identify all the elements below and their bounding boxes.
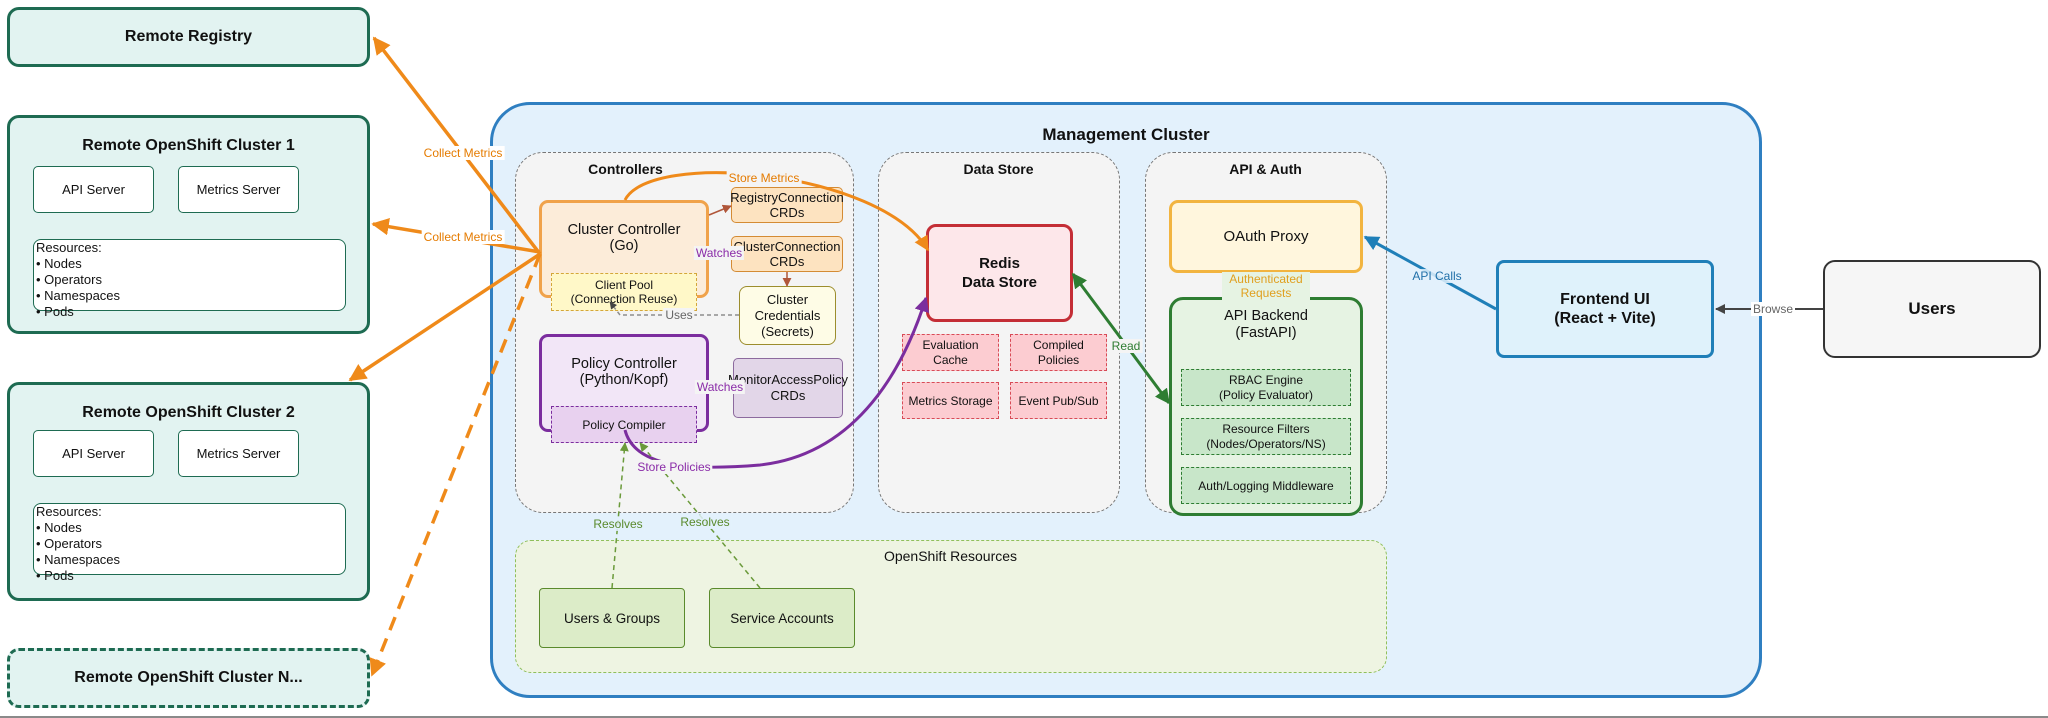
resource-item: • Namespaces (36, 552, 121, 567)
label-store-metrics: Store Metrics (726, 171, 802, 185)
label-collect-metrics-1: Collect Metrics (421, 146, 505, 160)
label-resolves-1: Resolves (591, 517, 645, 531)
resource-filters: Resource Filters (Nodes/Operators/NS) (1181, 418, 1351, 455)
frontend-ui-name: Frontend UI (1560, 291, 1650, 308)
cluster-2-api-server: API Server (33, 430, 154, 477)
compiled-policies: Compiled Policies (1010, 334, 1107, 371)
resource-item: • Operators (36, 536, 102, 551)
oauth-proxy: OAuth Proxy (1169, 200, 1363, 273)
resources-heading: Resources: (36, 504, 102, 519)
label-collect-metrics-2: Collect Metrics (421, 230, 505, 244)
frontend-ui: Frontend UI (React + Vite) (1496, 260, 1714, 358)
remote-registry-box: Remote Registry (7, 7, 370, 67)
cluster-controller-name: Cluster Controller (567, 222, 681, 238)
registry-connection-crds: RegistryConnection CRDs (730, 187, 844, 223)
cluster-credentials: Cluster Credentials (Secrets) (739, 286, 836, 345)
api-auth-title: API & Auth (1229, 161, 1302, 177)
policy-controller-name: Policy Controller (571, 356, 677, 372)
remote-cluster-1-title: Remote OpenShift Cluster 1 (82, 137, 295, 154)
api-backend-name: API Backend (1224, 308, 1308, 324)
evaluation-cache-line-2: Cache (933, 352, 968, 367)
users-box: Users (1823, 260, 2041, 358)
label-uses: Uses (663, 308, 695, 322)
redis-desc: Data Store (961, 274, 1038, 291)
remote-cluster-n-title: Remote OpenShift Cluster N... (74, 669, 303, 686)
resource-item: • Operators (36, 272, 102, 287)
client-pool-desc: (Connection Reuse) (570, 292, 678, 306)
registry-connection-crds-kind: CRDs (769, 205, 805, 220)
cluster-connection-crds-name: ClusterConnection (733, 239, 841, 254)
event-pubsub: Event Pub/Sub (1010, 382, 1107, 419)
credentials-line-1: Cluster (766, 291, 809, 307)
resource-item: • Pods (36, 568, 74, 583)
label-read: Read (1109, 339, 1143, 353)
rbac-engine-name: RBAC Engine (1228, 372, 1304, 387)
monitor-access-policy-crds-name: MonitorAccessPolicy (728, 372, 848, 387)
resource-filters-name: Resource Filters (1222, 421, 1310, 436)
cluster-1-api-server: API Server (33, 166, 154, 213)
resources-heading: Resources: (36, 240, 102, 255)
resource-item: • Pods (36, 304, 74, 319)
remote-registry-title: Remote Registry (124, 28, 253, 45)
client-pool-name: Client Pool (594, 278, 654, 292)
credentials-line-3: (Secrets) (761, 323, 814, 339)
evaluation-cache: Evaluation Cache (902, 334, 999, 371)
service-accounts: Service Accounts (709, 588, 855, 648)
redis-data-store: Redis Data Store (926, 224, 1073, 322)
data-store-group: Data Store (878, 152, 1120, 513)
label-watches-1: Watches (693, 246, 745, 260)
compiled-policies-line-1: Compiled (1033, 337, 1084, 352)
auth-logging-middleware: Auth/Logging Middleware (1181, 467, 1351, 504)
resource-filters-desc: (Nodes/Operators/NS) (1206, 436, 1326, 451)
label-browse: Browse (1750, 302, 1796, 316)
resource-item: • Nodes (36, 520, 82, 535)
label-watches-2: Watches (694, 380, 746, 394)
cluster-connection-crds-kind: CRDs (769, 254, 805, 269)
policy-controller-lang: (Python/Kopf) (579, 372, 669, 388)
bottom-border (0, 716, 2048, 718)
evaluation-cache-line-1: Evaluation (922, 337, 979, 352)
monitor-access-policy-crds-kind: CRDs (770, 388, 806, 403)
label-api-calls: API Calls (1410, 269, 1464, 283)
registry-connection-crds-name: RegistryConnection (730, 190, 844, 205)
client-pool: Client Pool (Connection Reuse) (551, 273, 697, 311)
label-authenticated-requests: Authenticated Requests (1222, 272, 1310, 300)
remote-cluster-2-title: Remote OpenShift Cluster 2 (82, 404, 295, 421)
management-cluster-title: Management Cluster (1042, 125, 1210, 144)
frontend-ui-stack: (React + Vite) (1554, 310, 1656, 327)
resource-item: • Namespaces (36, 288, 121, 303)
users-and-groups: Users & Groups (539, 588, 685, 648)
policy-compiler: Policy Compiler (551, 406, 697, 443)
cluster-2-metrics-server: Metrics Server (178, 430, 299, 477)
api-backend-framework: (FastAPI) (1235, 325, 1297, 341)
cluster-1-metrics-server: Metrics Server (178, 166, 299, 213)
label-store-policies: Store Policies (635, 460, 713, 474)
remote-cluster-1-box: Remote OpenShift Cluster 1 API Server Me… (7, 115, 370, 334)
metrics-storage: Metrics Storage (902, 382, 999, 419)
resource-item: • Nodes (36, 256, 82, 271)
compiled-policies-line-2: Policies (1037, 352, 1080, 367)
cluster-connection-crds: ClusterConnection CRDs (731, 236, 843, 272)
controllers-title: Controllers (588, 161, 663, 177)
openshift-resources-title: OpenShift Resources (883, 548, 1018, 564)
data-store-title: Data Store (963, 161, 1034, 177)
remote-cluster-n-box: Remote OpenShift Cluster N... (7, 648, 370, 708)
rbac-engine-desc: (Policy Evaluator) (1218, 387, 1314, 402)
cluster-controller-lang: (Go) (609, 238, 639, 254)
credentials-line-2: Credentials (754, 307, 821, 323)
rbac-engine: RBAC Engine (Policy Evaluator) (1181, 369, 1351, 406)
cluster-2-resources: Resources: • Nodes • Operators • Namespa… (33, 503, 346, 583)
label-resolves-2: Resolves (678, 515, 732, 529)
label-authenticated-requests-line-1: Authenticated (1229, 272, 1303, 286)
monitor-access-policy-crds: MonitorAccessPolicy CRDs (728, 358, 848, 418)
label-authenticated-requests-line-2: Requests (1240, 286, 1292, 300)
remote-cluster-2-box: Remote OpenShift Cluster 2 API Server Me… (7, 382, 370, 601)
cluster-1-resources: Resources: • Nodes • Operators • Namespa… (33, 239, 346, 319)
redis-name: Redis (979, 255, 1020, 272)
